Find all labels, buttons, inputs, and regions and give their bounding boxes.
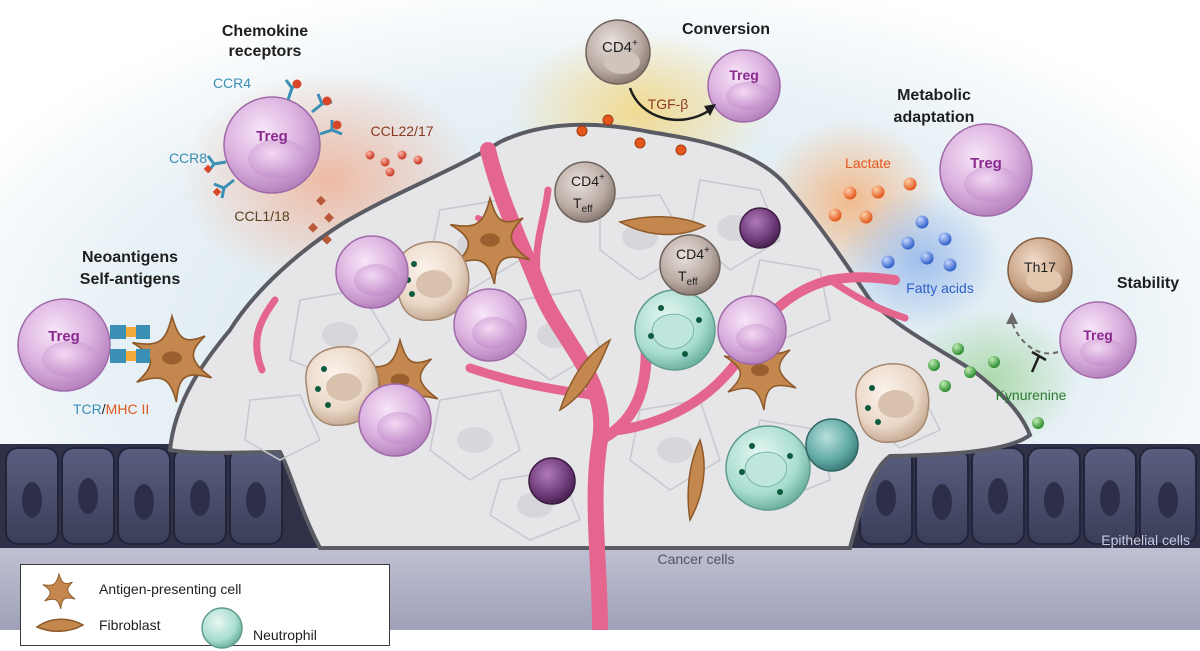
- legend-apc-label: Antigen-presenting cell: [99, 581, 242, 597]
- cd4-plus-label: +: [599, 172, 605, 183]
- legend-neutrophil-icon: [201, 607, 243, 649]
- treg-stability: Treg: [1059, 301, 1137, 379]
- ccl1-18-label: CCL1/18: [234, 208, 289, 224]
- treg-label: Treg: [256, 128, 288, 145]
- ccl22-17-chemokines: [365, 150, 423, 177]
- legend-fibroblast-icon: [35, 618, 85, 632]
- th17-cell: Th17: [1007, 237, 1073, 303]
- lactate-molecules: [828, 177, 917, 224]
- teff-sub-label: eff: [582, 204, 593, 215]
- legend-neutrophil-label: Neutrophil: [253, 627, 317, 643]
- cd4-plus-label: +: [632, 38, 638, 49]
- ccr8-ligands: [203, 164, 222, 197]
- kynurenine-inhibition-bar: [1030, 350, 1047, 373]
- conversion-arrow: [628, 87, 711, 122]
- svg-text:CD4+: CD4+: [676, 245, 710, 262]
- cancer-cells-label: Cancer cells: [657, 551, 734, 567]
- treg-label: Treg: [48, 328, 80, 345]
- treg-label: Treg: [729, 67, 759, 83]
- tumor-microenvironment-diagram: CD4+ Teff CD4+ Teff Chemokine receptors …: [0, 0, 1200, 630]
- slash-label: /: [102, 401, 106, 417]
- legend-fibroblast-label: Fibroblast: [99, 617, 161, 633]
- neoantigens-title-line2: Self-antigens: [80, 271, 181, 288]
- treg-metabolic: Treg: [939, 123, 1033, 217]
- teff-t-label: T: [573, 195, 582, 211]
- macrophage-cells: [305, 241, 930, 443]
- fatty-acid-glow: [840, 190, 1000, 330]
- cd4-plus-label: +: [704, 245, 710, 256]
- tgf-beta-molecules: [576, 114, 687, 156]
- ccr8-label: CCR8: [169, 150, 207, 166]
- metabolic-title-line2: adaptation: [894, 109, 975, 126]
- cd4-label: CD4: [602, 39, 632, 56]
- tgf-beta-label: TGF-β: [648, 96, 689, 112]
- purple-cell: [739, 207, 781, 249]
- svg-text:Teff: Teff: [678, 268, 698, 288]
- svg-text:CD4+: CD4+: [602, 38, 638, 56]
- stability-dashed-arrow: [1011, 321, 1059, 355]
- cd4-teff-cell: CD4+ Teff: [554, 161, 616, 223]
- cd4-teff-cell: CD4+ Teff: [659, 234, 721, 296]
- svg-text:CD4+: CD4+: [571, 172, 605, 189]
- ccl1-18-chemokines: [308, 195, 334, 245]
- tcr-mhc-label: TCR/MHC II: [73, 401, 149, 417]
- lactate-label: Lactate: [845, 155, 891, 171]
- kynurenine-molecules: [928, 343, 1044, 429]
- epithelial-cells-label: Epithelial cells: [1101, 532, 1190, 548]
- kynurenine-label: Kynurenine: [996, 387, 1067, 403]
- teal-cell: [805, 418, 859, 472]
- neutrophil-cells: [634, 289, 811, 511]
- svg-text:Teff: Teff: [573, 195, 593, 215]
- treg-label: Treg: [1083, 327, 1113, 343]
- legend: Antigen-presenting cell Fibroblast Neutr…: [20, 564, 390, 649]
- chemokine-title: Chemokine: [222, 23, 308, 40]
- ccr4-ligands: [292, 79, 342, 130]
- teff-sub-label: eff: [687, 277, 698, 288]
- chemokine-title-line2: receptors: [229, 43, 302, 60]
- metabolic-title: Metabolic: [897, 87, 971, 104]
- neoantigens-title: Neoantigens: [82, 249, 178, 266]
- fatty-acids-label: Fatty acids: [906, 280, 974, 296]
- conversion-title: Conversion: [682, 21, 770, 38]
- th17-label: Th17: [1024, 259, 1056, 275]
- cd4-label: CD4: [571, 173, 599, 189]
- teff-t-label: T: [678, 268, 687, 284]
- treg-label: Treg: [970, 155, 1002, 172]
- purple-cell: [528, 457, 576, 505]
- legend-apc-icon: [42, 572, 76, 610]
- mhc-label: MHC II: [106, 401, 150, 417]
- cd4-naive-cell: CD4+: [585, 19, 651, 85]
- fatty-acid-molecules: [881, 215, 957, 272]
- conversion-arrowhead: [704, 104, 716, 116]
- stability-arrowhead: [1006, 312, 1018, 324]
- tcr-label: TCR: [73, 401, 102, 417]
- cd4-label: CD4: [676, 246, 704, 262]
- stability-title: Stability: [1117, 275, 1179, 292]
- treg-neoantigen: Treg: [17, 298, 111, 392]
- fibroblast-cells: [558, 216, 707, 523]
- ccr4-label: CCR4: [213, 75, 251, 91]
- treg-converted: Treg: [707, 49, 781, 123]
- treg-chemokine: Treg: [223, 96, 321, 194]
- tcr-mhc-complex: [110, 325, 150, 363]
- treg-cells-infiltrating: [335, 235, 787, 457]
- ccl22-17-label: CCL22/17: [370, 123, 433, 139]
